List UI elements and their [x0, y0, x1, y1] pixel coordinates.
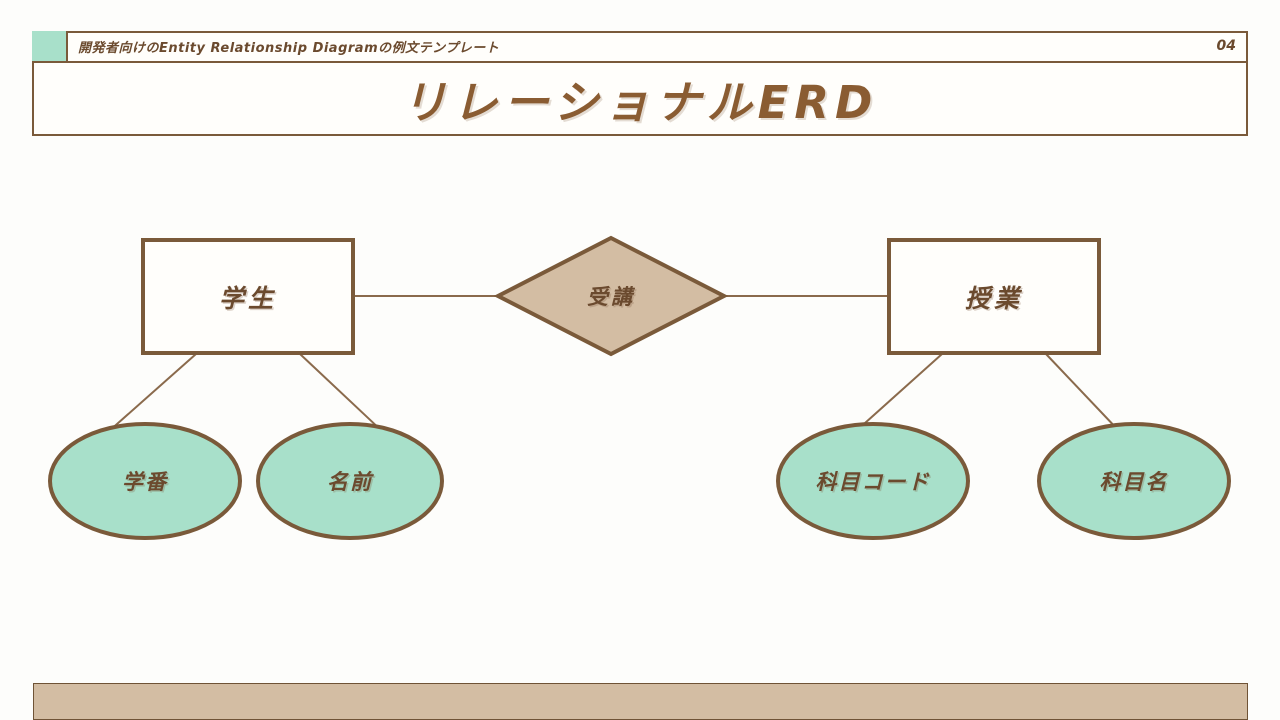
- connector-lines: [107, 295, 1121, 433]
- connector-student-number: [107, 353, 197, 433]
- header-frame: [32, 31, 1248, 136]
- header-subtitle: 開発者向けのEntity Relationship Diagramの例文テンプレ…: [78, 40, 500, 56]
- entity-class[interactable]: [887, 238, 1101, 355]
- attribute-subject-name[interactable]: [1037, 422, 1231, 540]
- relationship-enroll[interactable]: [493, 235, 729, 357]
- connector-subject-code: [854, 353, 943, 433]
- page-number: 04: [1216, 38, 1236, 54]
- attribute-subject-code[interactable]: [776, 422, 970, 540]
- header-top-row: 開発者向けのEntity Relationship Diagramの例文テンプレ…: [32, 31, 1248, 63]
- bottom-bar: [33, 683, 1248, 720]
- page-title: リレーショナルERD: [401, 76, 879, 129]
- connector-student-name: [299, 353, 384, 433]
- accent-square-icon: [32, 31, 68, 61]
- attribute-student-name[interactable]: [256, 422, 444, 540]
- attribute-student-number[interactable]: [48, 422, 242, 540]
- entity-student[interactable]: [141, 238, 355, 355]
- connector-subject-name: [1045, 353, 1121, 433]
